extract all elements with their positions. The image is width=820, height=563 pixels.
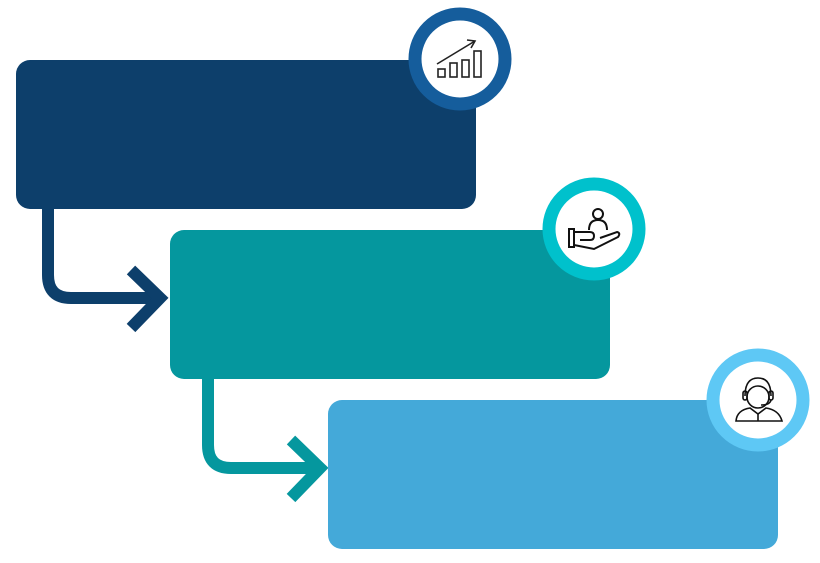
step-3-box (328, 400, 778, 549)
connector-arrow-2 (202, 375, 329, 503)
growth-chart-icon (436, 39, 482, 78)
hand-holding-person-icon (568, 208, 621, 251)
step-1-box (16, 60, 476, 209)
step-1-badge (408, 7, 512, 111)
connector-arrow-1 (42, 205, 169, 333)
customer-support-headset-icon (735, 377, 784, 422)
step-2-badge (542, 177, 646, 281)
step-3-badge (706, 348, 810, 452)
step-2-box (170, 230, 610, 379)
